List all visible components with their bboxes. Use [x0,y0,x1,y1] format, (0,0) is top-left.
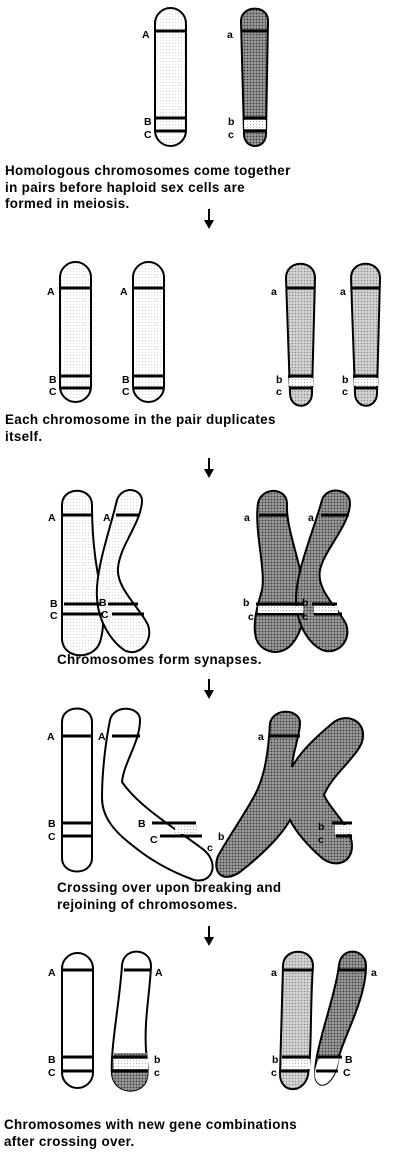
gene-label-b: b [154,1054,160,1066]
chromosome-light [155,8,186,146]
gene-label-c: c [302,611,308,623]
gene-label-c: c [276,386,282,398]
gene-label-A: A [47,286,55,298]
stage-5-caption: Chromosomes with new gene combinations a… [4,1117,297,1150]
gene-label-B: B [48,1054,56,1066]
gene-label-C: C [101,609,109,621]
down-arrow-icon [202,678,216,700]
gene-label-b: b [302,597,308,609]
stage-3-caption: Chromosomes form synapses. [57,652,262,669]
chromosome-light [60,262,91,402]
gene-label-B: B [138,818,146,830]
gene-label-A: A [103,512,111,524]
gene-label-B: B [99,597,107,609]
gene-label-b: b [342,374,348,386]
gene-label-a: a [340,286,346,298]
stage-2-caption: Each chromosome in the pair duplicates i… [5,412,276,445]
gene-label-C: C [48,1067,56,1079]
gene-label-b: b [228,116,234,128]
gene-label-A: A [155,967,163,979]
down-arrow-icon [202,457,216,479]
stage-1-chromosomes: A B C a b c [142,8,268,146]
gene-label-B: B [345,1054,353,1066]
gene-label-b: b [276,374,282,386]
chromosome-light [62,953,93,1088]
gene-label-A: A [48,967,56,979]
gene-label-a: a [227,29,233,41]
down-arrow-icon [202,208,216,230]
gene-label-b: b [318,821,324,833]
stage-4-chromosomes: A B C A B C a b c b c [47,709,363,881]
gene-label-B: B [48,818,56,830]
gene-label-A: A [98,731,106,743]
stage-4-caption: Crossing over upon breaking and rejoinin… [57,880,281,913]
gene-label-B: B [122,374,130,386]
gene-label-c: c [248,611,254,623]
chromosome-light [62,709,92,872]
gene-label-C: C [150,834,158,846]
gene-label-b: b [218,831,224,843]
stage-5-chromosomes: A B C A b c a b c a B C [48,952,377,1091]
gene-label-c: c [271,1067,277,1079]
gene-label-a: a [258,731,264,743]
gene-label-c: c [207,842,213,854]
gene-label-b: b [243,597,249,609]
gene-label-B: B [144,116,152,128]
stage-1-caption: Homologous chromosomes come together in … [5,163,291,213]
gene-label-c: c [318,834,324,846]
gene-label-a: a [271,286,277,298]
gene-label-A: A [120,286,128,298]
gene-label-c: c [154,1067,160,1079]
gene-label-c: c [228,129,234,141]
gene-label-A: A [48,512,56,524]
gene-label-A: A [142,29,150,41]
gene-label-C: C [49,386,57,398]
gene-label-A: A [47,731,55,743]
gene-label-C: C [48,831,56,843]
gene-label-C: C [50,610,58,622]
down-arrow-icon [202,925,216,947]
gene-label-C: C [343,1067,351,1079]
stage-3-chromosomes: A B C A B C a b c a b c [48,490,350,655]
gene-label-a: a [371,967,377,979]
gene-label-b: b [272,1054,278,1066]
gene-label-a: a [244,512,250,524]
gene-label-a: a [308,512,314,524]
gene-label-a: a [271,967,277,979]
gene-label-B: B [49,374,57,386]
gene-label-B: B [50,598,58,610]
gene-label-C: C [144,129,152,141]
gene-label-C: C [122,386,130,398]
chromosome-light [133,262,164,402]
stage-2-chromosomes: A B C A B C a b c a b c [47,262,380,406]
gene-label-c: c [342,386,348,398]
